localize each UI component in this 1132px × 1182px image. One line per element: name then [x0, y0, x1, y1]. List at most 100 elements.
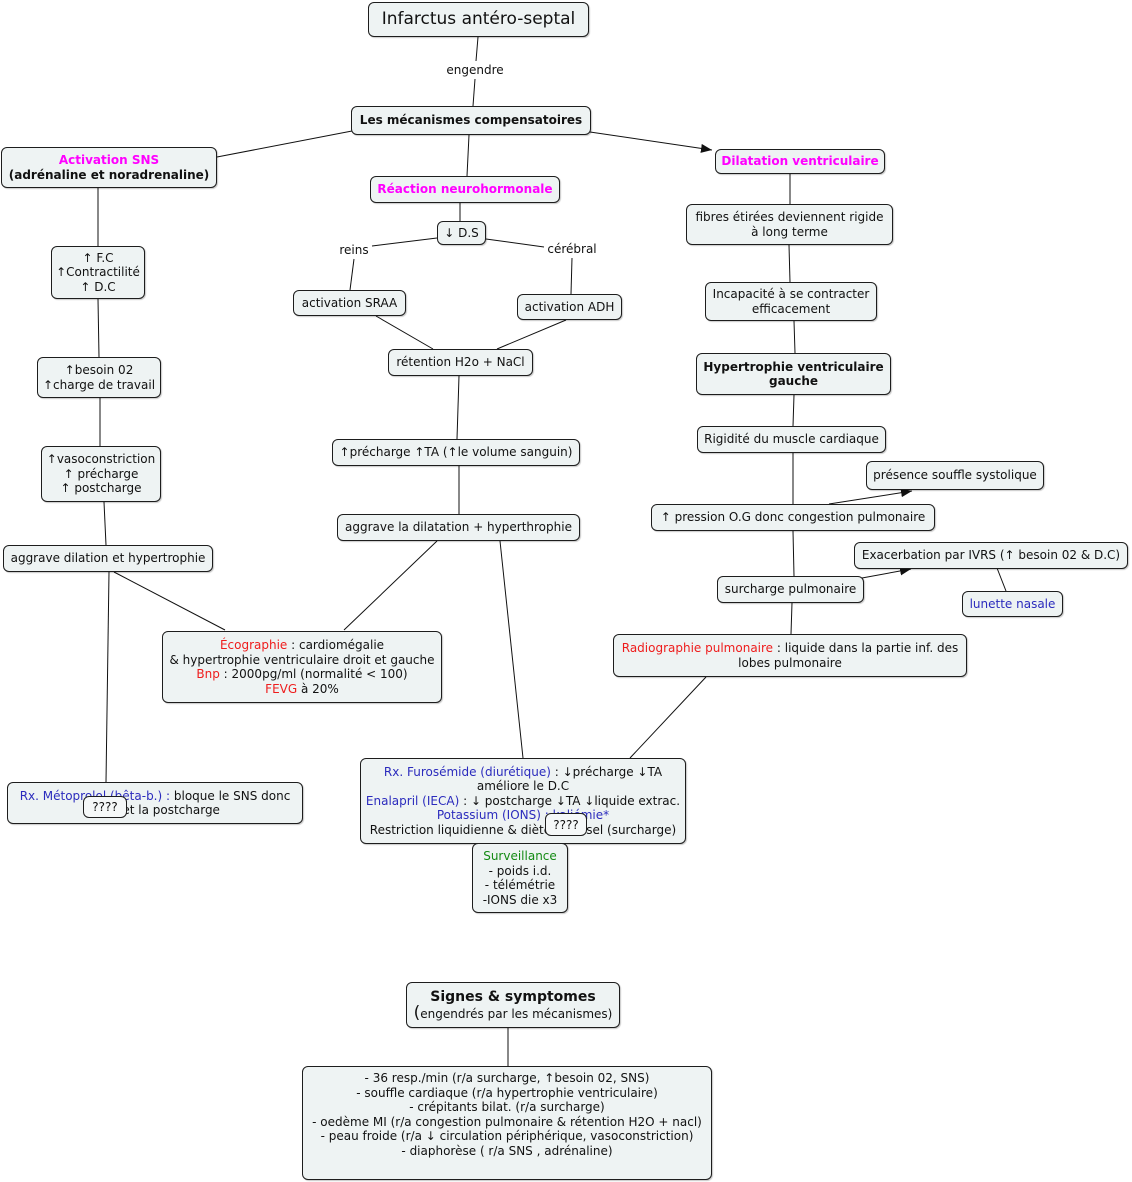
radiographie-label: Radiographie pulmonaire [621, 641, 774, 655]
surveillance-title: Surveillance [483, 849, 557, 863]
fevg-text: à 20% [297, 681, 339, 696]
enalapril-drug: Enalapril (IECA) [365, 793, 460, 808]
signes-list-item: - peau froide (r/a ↓ circulation périphé… [320, 1129, 694, 1143]
concept-activation-sraa: activation SRAA [293, 290, 406, 316]
bnp-text: : 2000pg/ml (normalité < 100) [219, 667, 408, 681]
concept-signes-list: - 36 resp./min (r/a surcharge, ↑besoin 0… [302, 1066, 712, 1180]
connector-aggrave-center-echographie [343, 540, 438, 631]
connector-retention-precharge [456, 375, 460, 440]
connector-hypertrophie-rigidite [792, 394, 795, 427]
concept-surveillance: Surveillance - poids i.d. - télémétrie -… [472, 843, 568, 913]
concept-mecanismes-label: Les mécanismes compensatoires [359, 113, 583, 128]
concept-retention-label: rétention H2o + NaCl [396, 355, 525, 370]
fevg-label: FEVG [265, 681, 298, 696]
echographie-text: : cardiomégalie [287, 638, 385, 652]
concept-activation-sns-title: Activation SNS [58, 153, 160, 167]
signes-paren: ( [413, 1003, 421, 1024]
surveillance-item: - poids i.d. [488, 863, 552, 878]
fibres-line-1: fibres étirées deviennent rigide [695, 210, 884, 224]
concept-signes-symptomes: Signes & symptomes (engendrés par les mé… [406, 982, 620, 1028]
concept-rx-furosemide: Rx. Furosémide (diurétique) : ↓précharge… [360, 758, 686, 844]
connector-ds-cerebral [485, 238, 545, 248]
concept-precharge-ta-label: ↑précharge ↑TA (↑le volume sanguin) [339, 445, 573, 460]
incapacite-line-1: Incapacité à se contracter [712, 287, 870, 301]
echographie-line-2: & hypertrophie ventriculaire droit et ga… [169, 652, 435, 667]
connector-aggrave-metoprolol [105, 571, 110, 783]
furosemide-line-2: améliore le D.C [476, 779, 570, 794]
connector-aggrave-center-furosemide [499, 540, 524, 759]
incapacite-line-2: efficacement [751, 301, 831, 316]
link-label-reins: reins [339, 243, 369, 257]
connector-engendre-mecanismes [472, 78, 476, 107]
concept-surcharge-pulmonaire: surcharge pulmonaire [717, 576, 864, 603]
concept-retention-h2o-nacl: rétention H2o + NaCl [388, 349, 533, 376]
concept-rx-metoprolol: Rx. Métoprolol (bêta-b.) : bloque le SNS… [7, 782, 303, 824]
concept-reaction-neurohormonale-label: Réaction neurohormonale [377, 182, 553, 197]
signes-title: Signes & symptomes [430, 989, 596, 1006]
rigidite-label: Rigidité du muscle cardiaque [704, 432, 879, 447]
restriction-line: Restriction liquidienne & diète sans sel… [369, 822, 677, 837]
hidden-answer-placeholder-metoprolol: ???? [83, 796, 127, 818]
bnp-label: Bnp [196, 667, 220, 681]
concept-precharge-line: ↑ précharge [63, 466, 139, 481]
metoprolol-drug: Rx. Métoprolol (bêta-b.) : [19, 788, 171, 803]
concept-pression-og: ↑ pression O.G donc congestion pulmonair… [651, 504, 935, 531]
concept-besoin-line: ↑besoin 02 [64, 363, 134, 377]
connector-aggrave-echographie [113, 571, 226, 631]
furosemide-action: : ↓précharge ↓TA [550, 764, 663, 779]
connector-fibres-incapacite [788, 244, 791, 283]
concept-vasoconstriction: ↑vasoconstriction ↑ précharge ↑ postchar… [41, 446, 161, 502]
concept-echographie: Écographie : cardiomégalie & hypertrophi… [162, 631, 442, 703]
echographie-label: Écographie [219, 638, 288, 652]
concept-infarctus: Infarctus antéro-septal [368, 2, 589, 37]
concept-vasoconstriction-line: ↑vasoconstriction [46, 452, 156, 467]
connector-incapacite-hypertrophie [793, 320, 796, 354]
radiographie-line-2: lobes pulmonaire [738, 655, 842, 670]
concept-aggrave-dilatation-center: aggrave la dilatation + hyperthrophie [337, 514, 580, 541]
connector-sraa-retention [375, 315, 434, 350]
concept-besoin-o2: ↑besoin 02 ↑charge de travail [37, 357, 161, 398]
concept-reaction-neurohormonale: Réaction neurohormonale [370, 176, 560, 203]
fibres-line-2: à long terme [751, 224, 828, 239]
exacerbation-label: Exacerbation par IVRS (↑ besoin 02 & D.C… [861, 548, 1121, 563]
concept-dilatation-ventriculaire: Dilatation ventriculaire [715, 149, 885, 174]
concept-dc-line: ↑ D.C [80, 279, 116, 294]
surcharge-label: surcharge pulmonaire [724, 582, 857, 597]
concept-infarctus-label: Infarctus antéro-septal [381, 9, 576, 30]
connector-exacerbation-lunette [996, 567, 1007, 592]
signes-subtitle-line: (engendrés par les mécanismes) [413, 1003, 613, 1024]
concept-activation-adh: activation ADH [517, 294, 622, 320]
echographie-line-1: Écographie : cardiomégalie [220, 638, 384, 653]
hypertrophie-line-1: Hypertrophie ventriculaire [703, 359, 884, 374]
connector-surcharge-exacerbation [861, 566, 912, 579]
lunette-label: lunette nasale [969, 596, 1056, 611]
enalapril-action: : ↓ postcharge ↓TA ↓liquide extrac. [459, 793, 681, 808]
surveillance-item: -IONS die x3 [482, 892, 558, 907]
concept-contractilite-line: ↑Contractilité [56, 265, 140, 280]
concept-lunette-nasale: lunette nasale [962, 591, 1063, 617]
concept-activation-sraa-label: activation SRAA [301, 295, 398, 310]
connector-mecanismes-dilatation [589, 131, 713, 153]
concept-mecanismes-compensatoires: Les mécanismes compensatoires [351, 106, 591, 135]
signes-list-item: - oedème MI (r/a congestion pulmonaire &… [312, 1114, 702, 1129]
hidden-answer-placeholder-furosemide: ???? [545, 813, 587, 836]
connector-reins-sraa [349, 258, 355, 291]
concept-postcharge-line: ↑ postcharge [60, 481, 142, 496]
concept-aggrave-dilation-left: aggrave dilation et hypertrophie [3, 545, 213, 572]
concept-charge-travail-line: ↑charge de travail [42, 377, 156, 392]
concept-rigidite-muscle: Rigidité du muscle cardiaque [697, 426, 886, 453]
concept-activation-sns: Activation SNS (adrénaline et noradrenal… [1, 147, 217, 188]
surveillance-item: - télémétrie [484, 878, 556, 892]
connector-pression-surcharge [792, 530, 795, 577]
pression-label: ↑ pression O.G donc congestion pulmonair… [660, 510, 926, 525]
echographie-line-4: FEVG à 20% [265, 682, 339, 697]
concept-precharge-ta: ↑précharge ↑TA (↑le volume sanguin) [332, 439, 580, 466]
signes-list-item: - 36 resp./min (r/a surcharge, ↑besoin 0… [364, 1071, 650, 1085]
connector-adh-retention [496, 319, 567, 350]
echographie-line-3: Bnp : 2000pg/ml (normalité < 100) [196, 667, 407, 682]
concept-ds-label: ↓ D.S [444, 225, 479, 240]
enalapril-line: Enalapril (IECA) : ↓ postcharge ↓TA ↓liq… [366, 794, 680, 809]
concept-activation-adh-label: activation ADH [524, 299, 615, 314]
